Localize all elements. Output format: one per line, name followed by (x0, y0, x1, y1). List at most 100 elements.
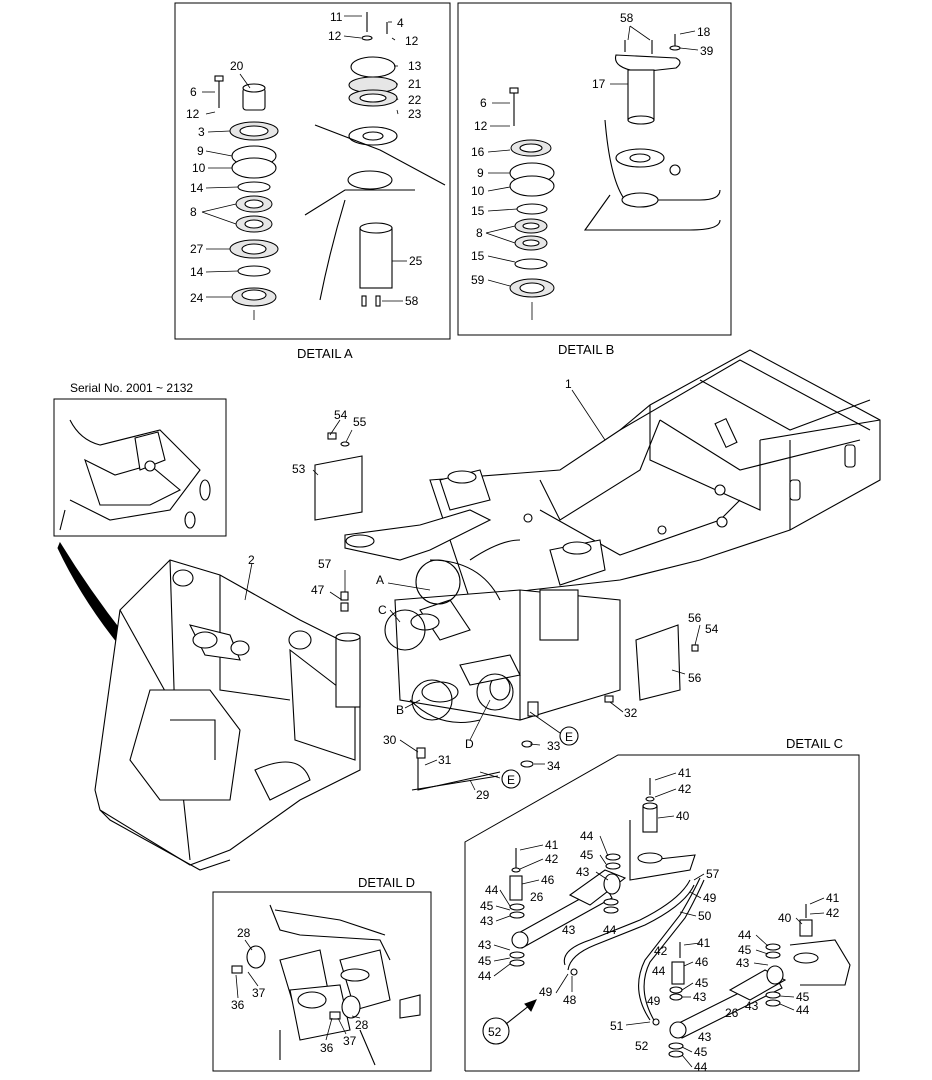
rear-frame (429, 349, 881, 601)
callout-53: 53 (292, 462, 306, 476)
callout-37: 37 (343, 1034, 357, 1048)
callout-12: 12 (405, 34, 419, 48)
callout-23: 23 (408, 107, 422, 121)
callout-34: 34 (547, 759, 561, 773)
callout-44: 44 (580, 829, 594, 843)
callout-56: 56 (688, 671, 702, 685)
callout-44: 44 (603, 923, 617, 937)
callout-6: 6 (190, 85, 197, 99)
cover-plates (314, 455, 681, 701)
callout-29: 29 (476, 788, 490, 802)
detail-b-frame (457, 2, 732, 336)
callout-43: 43 (698, 1030, 712, 1044)
callout-43: 43 (745, 999, 759, 1013)
callout-6: 6 (480, 96, 487, 110)
callout-33: 33 (547, 739, 561, 753)
callout-42: 42 (678, 782, 692, 796)
detail-c-caption: DETAIL C (786, 736, 843, 751)
callout-55: 55 (353, 415, 367, 429)
callout-10: 10 (192, 161, 206, 175)
callout-50: 50 (698, 909, 712, 923)
callout-43: 43 (576, 865, 590, 879)
callout-46: 46 (541, 873, 555, 887)
callout-43: 43 (736, 956, 750, 970)
callout-48: 48 (563, 993, 577, 1007)
hardware (327, 432, 699, 791)
callout-49: 49 (539, 985, 553, 999)
callout-18: 18 (697, 25, 711, 39)
detail-a-left-stack (214, 75, 279, 320)
callout-45: 45 (478, 954, 492, 968)
callout-e: E (565, 730, 573, 744)
ref-circle-e (501, 769, 521, 789)
callout-12: 12 (328, 29, 342, 43)
callout-54: 54 (334, 408, 348, 422)
callout-22: 22 (408, 93, 422, 107)
callout-44: 44 (652, 964, 666, 978)
callout-e: E (507, 773, 515, 787)
callout-59: 59 (471, 273, 485, 287)
callout-44: 44 (738, 928, 752, 942)
callout-41: 41 (678, 766, 692, 780)
callout-12: 12 (186, 107, 200, 121)
detail-b-right-stack (583, 34, 721, 231)
main-frame-assembly: 1 2 54 55 53 57 47 A C B D 56 54 56 32 E… (94, 349, 881, 871)
callout-30: 30 (383, 733, 397, 747)
callout-4: 4 (397, 16, 404, 30)
callout-56: 56 (688, 611, 702, 625)
callout-42: 42 (545, 852, 559, 866)
callout-40: 40 (676, 809, 690, 823)
callout-36: 36 (320, 1041, 334, 1055)
callout-43: 43 (480, 914, 494, 928)
callout-44: 44 (796, 1003, 810, 1017)
callout-32: 32 (624, 706, 638, 720)
callout-25: 25 (409, 254, 423, 268)
callout-45: 45 (580, 848, 594, 862)
callout-42: 42 (826, 906, 840, 920)
callout-1: 1 (565, 377, 572, 391)
callout-52: 52 (488, 1025, 502, 1039)
ref-circle-e (559, 726, 579, 746)
detail-c: DETAIL C (464, 736, 860, 1074)
callout-b: B (396, 703, 404, 717)
callout-26: 26 (725, 1006, 739, 1020)
callout-41: 41 (545, 838, 559, 852)
callout-13: 13 (408, 59, 422, 73)
callout-44: 44 (485, 883, 499, 897)
callout-28: 28 (237, 926, 251, 940)
callout-41: 41 (826, 891, 840, 905)
callout-14: 14 (190, 265, 204, 279)
detail-b-left-stack (509, 87, 555, 320)
detail-a-frame (174, 2, 451, 340)
callout-circle-52 (482, 1017, 510, 1045)
callout-a: A (376, 573, 384, 587)
callout-14: 14 (190, 181, 204, 195)
callout-58: 58 (620, 11, 634, 25)
detail-c-frame (464, 754, 860, 1072)
detail-a: DETAIL A 11 4 12 12 20 13 6 21 22 12 23 … (174, 2, 451, 361)
callout-52: 52 (635, 1039, 649, 1053)
callout-37: 37 (252, 986, 266, 1000)
callout-47: 47 (311, 583, 325, 597)
steering-cylinder-right (668, 942, 787, 1058)
callout-49: 49 (703, 891, 717, 905)
callout-44: 44 (478, 969, 492, 983)
callout-3: 3 (198, 125, 205, 139)
callout-15: 15 (471, 204, 485, 218)
callout-43: 43 (478, 938, 492, 952)
callout-11: 11 (330, 10, 343, 24)
callout-45: 45 (796, 990, 810, 1004)
detail-a-right-stack (304, 12, 446, 307)
detail-b-caption: DETAIL B (558, 342, 614, 357)
callout-36: 36 (231, 998, 245, 1012)
callout-16: 16 (471, 145, 485, 159)
callout-26: 26 (530, 890, 544, 904)
callout-54: 54 (705, 622, 719, 636)
callout-57: 57 (706, 867, 720, 881)
steering-cylinder-left (509, 848, 627, 967)
front-frame (94, 559, 361, 871)
callout-43: 43 (562, 923, 576, 937)
detail-d-frame (212, 891, 432, 1072)
callout-28: 28 (355, 1018, 369, 1032)
